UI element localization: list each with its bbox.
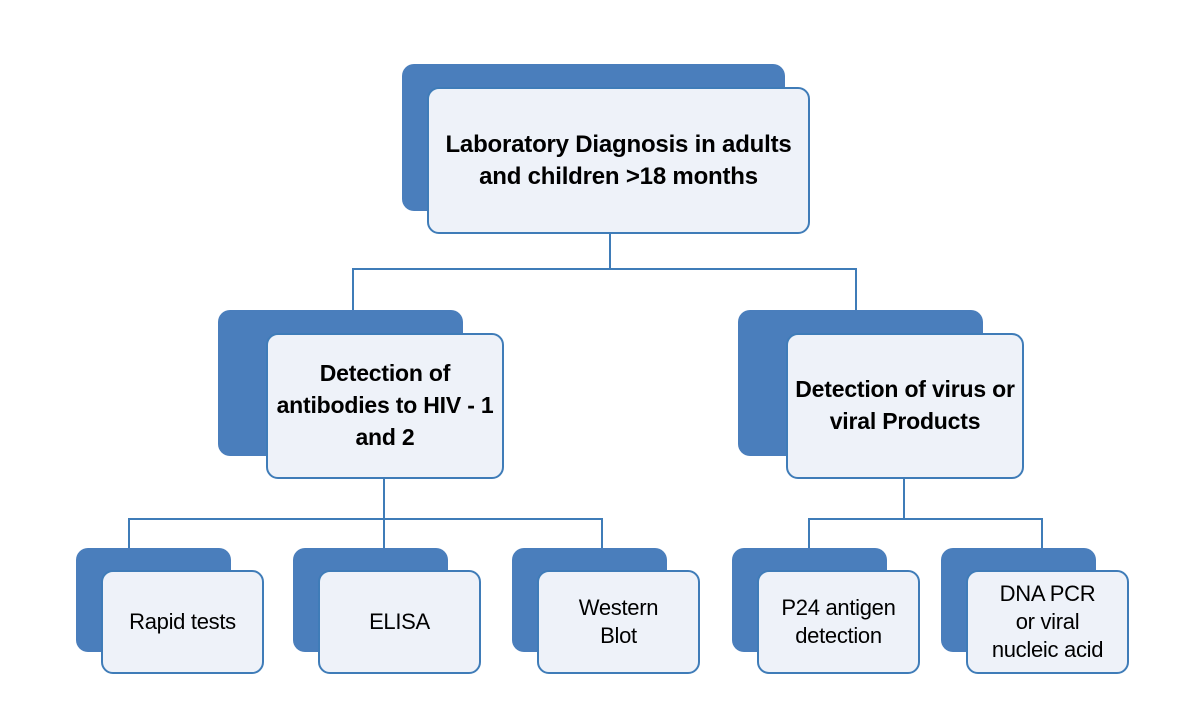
connector-root-to-right-branch <box>855 268 857 310</box>
connector-root-stem <box>609 233 611 269</box>
connector-to-p24 <box>808 518 810 552</box>
connector-right-branch-bar <box>808 518 1043 520</box>
node-dna-pcr-label: DNA PCR or viral nucleic acid <box>991 580 1104 663</box>
node-branch-left-card[interactable]: Detection of antibodies to HIV - 1 and 2 <box>266 333 504 479</box>
node-western-blot[interactable]: Western Blot <box>512 548 700 674</box>
connector-to-western-blot <box>601 518 603 552</box>
connector-left-branch-bar <box>128 518 603 520</box>
node-rapid-tests-card[interactable]: Rapid tests <box>101 570 264 674</box>
node-branch-right[interactable]: Detection of virus or viral Products <box>738 310 1024 479</box>
node-branch-right-label: Detection of virus or viral Products <box>795 376 1015 434</box>
node-elisa[interactable]: ELISA <box>293 548 481 674</box>
node-western-blot-card[interactable]: Western Blot <box>537 570 700 674</box>
node-p24-antigen-detection[interactable]: P24 antigen detection <box>732 548 920 674</box>
connector-left-branch-stem <box>383 478 385 519</box>
connector-to-elisa <box>383 518 385 552</box>
node-branch-right-card[interactable]: Detection of virus or viral Products <box>786 333 1024 479</box>
connector-to-rapid-tests <box>128 518 130 552</box>
node-dna-pcr[interactable]: DNA PCR or viral nucleic acid <box>941 548 1139 674</box>
node-elisa-card[interactable]: ELISA <box>318 570 481 674</box>
node-rapid-tests-label: Rapid tests <box>129 608 236 634</box>
node-branch-left-label: Detection of antibodies to HIV - 1 and 2 <box>276 360 494 450</box>
connector-right-branch-stem <box>903 478 905 519</box>
node-root-card[interactable]: Laboratory Diagnosis in adults and child… <box>427 87 810 234</box>
node-elisa-label: ELISA <box>369 608 430 634</box>
node-rapid-tests[interactable]: Rapid tests <box>76 548 264 674</box>
connector-to-dna-pcr <box>1041 518 1043 552</box>
connector-root-to-left-branch <box>352 268 354 310</box>
node-root[interactable]: Laboratory Diagnosis in adults and child… <box>402 64 810 234</box>
node-root-label: Laboratory Diagnosis in adults and child… <box>445 130 792 190</box>
connector-root-bar <box>352 268 857 270</box>
node-dna-pcr-card[interactable]: DNA PCR or viral nucleic acid <box>966 570 1129 674</box>
node-p24-antigen-detection-label: P24 antigen detection <box>781 594 896 648</box>
node-western-blot-label: Western Blot <box>578 594 659 648</box>
node-p24-antigen-detection-card[interactable]: P24 antigen detection <box>757 570 920 674</box>
node-branch-left[interactable]: Detection of antibodies to HIV - 1 and 2 <box>218 310 504 479</box>
